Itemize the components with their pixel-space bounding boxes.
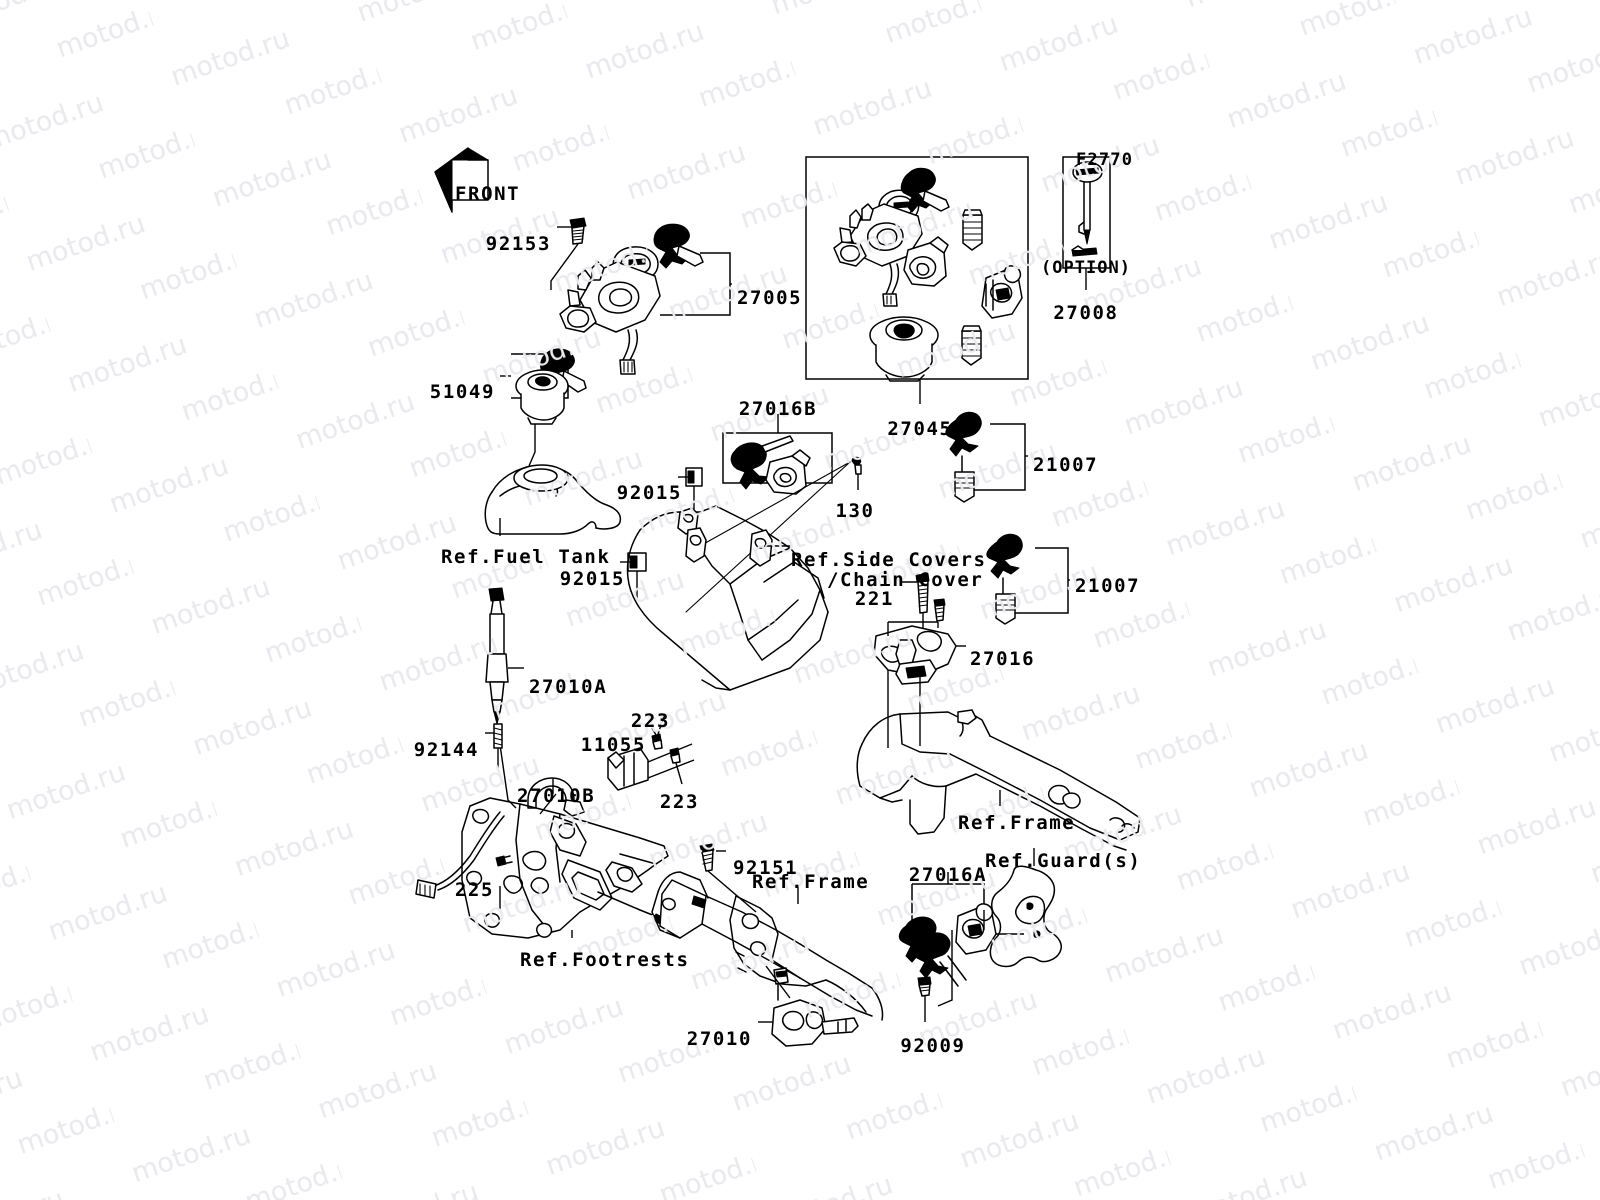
- p-225: 225: [454, 879, 494, 901]
- p-ref-guard: Ref.Guard(s): [985, 850, 1142, 872]
- p-21007-top: 21007: [1033, 454, 1099, 476]
- p-27010: 27010: [686, 1028, 752, 1050]
- p-223-bot: 223: [659, 791, 699, 813]
- p-130: 130: [835, 500, 875, 522]
- p-27016A: 27016A: [908, 864, 988, 886]
- p-option: (OPTION): [1041, 258, 1131, 278]
- p-27008: 27008: [1053, 302, 1119, 324]
- p-11055: 11055: [580, 734, 646, 756]
- p-51049: 51049: [429, 381, 495, 403]
- p-221: 221: [854, 588, 894, 610]
- p-ref-foot: Ref.Footrests: [520, 949, 690, 971]
- p-f2770: F2770: [1076, 150, 1134, 170]
- p-27016B: 27016B: [738, 398, 818, 420]
- p-92009: 92009: [900, 1035, 966, 1057]
- p-ref-fuel: Ref.Fuel Tank: [441, 546, 611, 568]
- front-marker: FRONT: [455, 183, 521, 205]
- p-92015-bot: 92015: [559, 568, 625, 590]
- p-ref-frame-t: Ref.Frame: [958, 812, 1076, 834]
- p-92144: 92144: [413, 739, 479, 761]
- p-27005: 27005: [737, 287, 803, 309]
- p-27045: 27045: [887, 418, 953, 440]
- p-223-top: 223: [630, 710, 670, 732]
- p-27016: 27016: [970, 648, 1036, 670]
- p-21007-bot: 21007: [1075, 575, 1141, 597]
- p-ref-frame-b: Ref.Frame: [752, 871, 870, 893]
- p-92015-top: 92015: [616, 482, 682, 504]
- p-92153: 92153: [485, 233, 551, 255]
- p-ref-chain: /Chain Cover: [827, 569, 984, 591]
- p-27010A: 27010A: [529, 676, 608, 698]
- p-27010B: 27010B: [517, 785, 596, 807]
